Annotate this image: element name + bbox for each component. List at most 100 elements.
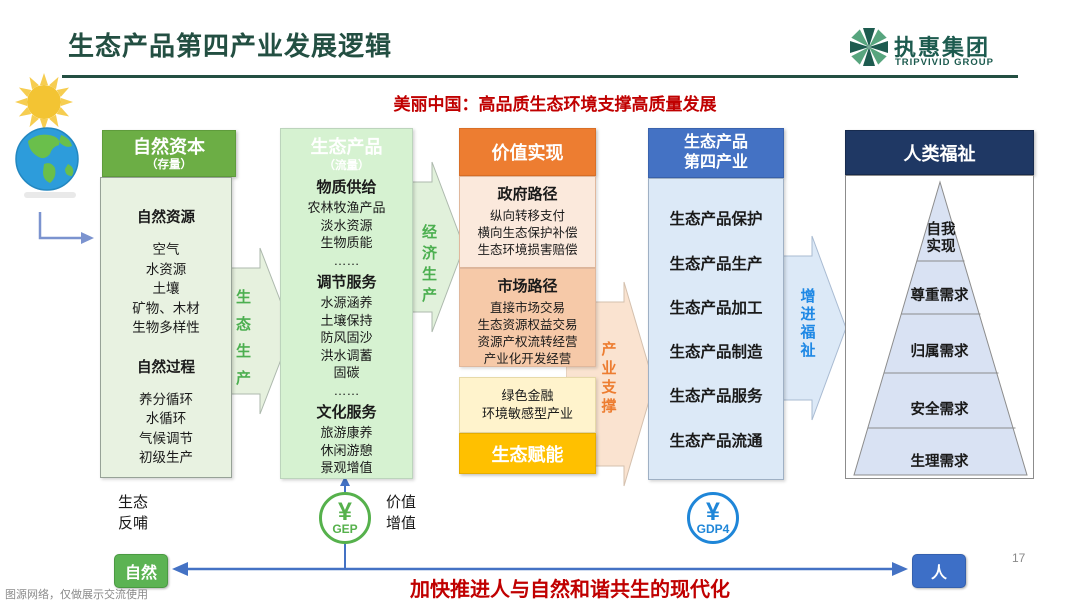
list-item: 纵向转移支付 — [489, 209, 565, 223]
list-item: …… — [333, 382, 360, 398]
list-item: 资源产权流转经营 — [477, 335, 578, 349]
sun-icon — [15, 73, 73, 131]
list-item: 绿色金融 — [501, 388, 554, 403]
eco-empowerment-banner: 生态赋能 — [459, 433, 596, 474]
tripvivid-logo-icon — [850, 28, 888, 66]
group-title: 调节服务 — [316, 274, 377, 291]
list-item: 农林牧渔产品 — [307, 200, 386, 215]
earth-shadow — [24, 192, 76, 198]
eco-products-title: 生态产品 — [310, 137, 383, 157]
list-item: 防风固沙 — [320, 330, 373, 345]
list-item: …… — [333, 252, 360, 268]
list-item: 空气 — [152, 242, 180, 257]
pyramid-level: 归属需求 — [910, 344, 969, 360]
list-item: 土壤保持 — [320, 312, 373, 328]
pyramid-level: 尊重需求 — [910, 288, 969, 304]
slide-subtitle: 美丽中国：高品质生态环境支撑高质量发展 — [393, 95, 717, 114]
logo-company-name: 执惠集团 — [894, 35, 991, 60]
list-item: 生态资源权益交易 — [477, 318, 578, 332]
list-item: 固碳 — [333, 365, 360, 380]
list-item: 生态产品保护 — [669, 211, 763, 229]
gep-label: GEP — [332, 521, 358, 536]
fourth-industry-body: 生态产品保护 生态产品生产 生态产品加工 生态产品制造 生态产品服务 生态产品流… — [648, 178, 784, 480]
bottom-slogan: 加快推进人与自然和谐共生的现代化 — [410, 579, 730, 601]
list-item: 洪水调蓄 — [320, 347, 373, 363]
pyramid-level: 生理需求 — [910, 454, 969, 470]
page-number: 17 — [1012, 551, 1026, 565]
group-title: 物质供给 — [316, 179, 377, 196]
gdp4-label: GDP4 — [696, 521, 730, 536]
list-item: 生态产品服务 — [669, 388, 763, 406]
list-item: 养分循环 — [139, 391, 193, 407]
human-wellbeing-title: 人类福祉 — [903, 143, 976, 164]
natural-capital-subtitle: （存量） — [146, 158, 192, 171]
title-underline — [62, 75, 1018, 78]
nature-label: 自然 — [124, 565, 157, 582]
eco-products-box: 生态产品 （流量） 物质供给 农林牧渔产品 淡水资源 生物质能 …… 调节服务 … — [280, 128, 413, 479]
list-item: 初级生产 — [139, 450, 193, 465]
list-item: 生态产品生产 — [669, 255, 763, 273]
list-item: 水循环 — [145, 411, 187, 426]
yuan-symbol: ¥ — [338, 497, 352, 526]
green-finance-section: 绿色金融 环境敏感型产业 — [459, 377, 596, 433]
market-path-section: 市场路径 直接市场交易 生态资源权益交易 资源产权流转经营 产业化开发经营 — [459, 268, 596, 367]
value-add-label: 价值增值 — [386, 494, 417, 532]
list-item: 生态产品加工 — [669, 299, 763, 317]
list-item: 生态产品制造 — [669, 344, 763, 362]
list-item: 水源涵养 — [320, 295, 373, 310]
group-title: 自然资源 — [137, 210, 195, 226]
government-path-section: 政府路径 纵向转移支付 横向生态保护补偿 生态环境损害赔偿 — [459, 176, 596, 268]
page-title: 生态产品第四产业发展逻辑 — [68, 31, 393, 61]
list-item: 水资源 — [145, 261, 187, 277]
list-item: 生态环境损害赔偿 — [477, 243, 578, 257]
source-note: 图源网络，仅做展示交流使用 — [5, 589, 148, 601]
list-item: 休闲游憩 — [320, 442, 373, 458]
eco-empowerment-title: 生态赋能 — [491, 444, 564, 465]
human-wellbeing-header: 人类福祉 — [845, 130, 1034, 175]
list-item: 旅游康养 — [320, 425, 373, 440]
natural-capital-body: 自然资源 空气 水资源 土壤 矿物、木材 生物多样性 自然过程 养分循环 水循环… — [100, 177, 232, 478]
pyramid-level: 安全需求 — [910, 402, 969, 418]
natural-capital-title: 自然资本 — [133, 136, 205, 157]
nature-box: 自然 — [114, 554, 168, 588]
list-item: 横向生态保护补偿 — [477, 226, 578, 240]
natural-capital-header: 自然资本 （存量） — [102, 130, 236, 177]
eco-feedback-label: 生态反哺 — [118, 494, 149, 532]
group-title: 文化服务 — [316, 404, 377, 421]
group-title: 自然过程 — [137, 359, 195, 376]
group-title: 市场路径 — [497, 278, 558, 295]
fourth-industry-header: 生态产品 第四产业 — [648, 128, 784, 178]
fourth-industry-title-line1: 生态产品 — [683, 134, 748, 151]
list-item: 直接市场交易 — [489, 301, 565, 315]
human-label: 人 — [930, 565, 947, 582]
list-item: 环境敏感型产业 — [481, 406, 573, 421]
gep-icon: ¥ GEP — [319, 492, 371, 544]
eco-products-subtitle: （流量） — [323, 160, 370, 172]
list-item: 生物质能 — [320, 235, 373, 250]
human-box: 人 — [912, 554, 966, 588]
flow-arrow-label: 增进福祉 — [800, 288, 816, 359]
list-item: 产业化开发经营 — [483, 352, 572, 366]
pyramid-shape — [853, 180, 1028, 476]
flow-arrow-label: 生态生产 — [235, 289, 251, 387]
flow-arrow-label: 经济生产 — [421, 224, 437, 304]
gdp4-icon: ¥ GDP4 — [687, 492, 739, 544]
value-realization-header: 价值实现 — [459, 128, 596, 176]
list-item: 淡水资源 — [320, 217, 373, 233]
nature-human-double-arrow — [172, 562, 908, 576]
list-item: 矿物、木材 — [132, 300, 200, 316]
list-item: 生态产品流通 — [669, 432, 763, 450]
elbow-arrow-icon — [38, 212, 94, 244]
group-title: 政府路径 — [497, 186, 558, 203]
value-realization-title: 价值实现 — [491, 143, 564, 163]
pyramid-level: 自我实现 — [926, 222, 956, 255]
list-item: 景观增值 — [320, 460, 373, 475]
yuan-symbol: ¥ — [706, 497, 720, 526]
list-item: 生物多样性 — [132, 320, 200, 335]
needs-pyramid: 自我实现 尊重需求 归属需求 安全需求 生理需求 — [845, 175, 1034, 479]
logo-company-subname: TRIPVIVID GROUP — [895, 57, 994, 68]
fourth-industry-title-line2: 第四产业 — [683, 154, 748, 171]
list-item: 土壤 — [152, 281, 180, 296]
earth-icon — [15, 127, 79, 191]
flow-arrow-label: 产业支撑 — [601, 341, 617, 415]
